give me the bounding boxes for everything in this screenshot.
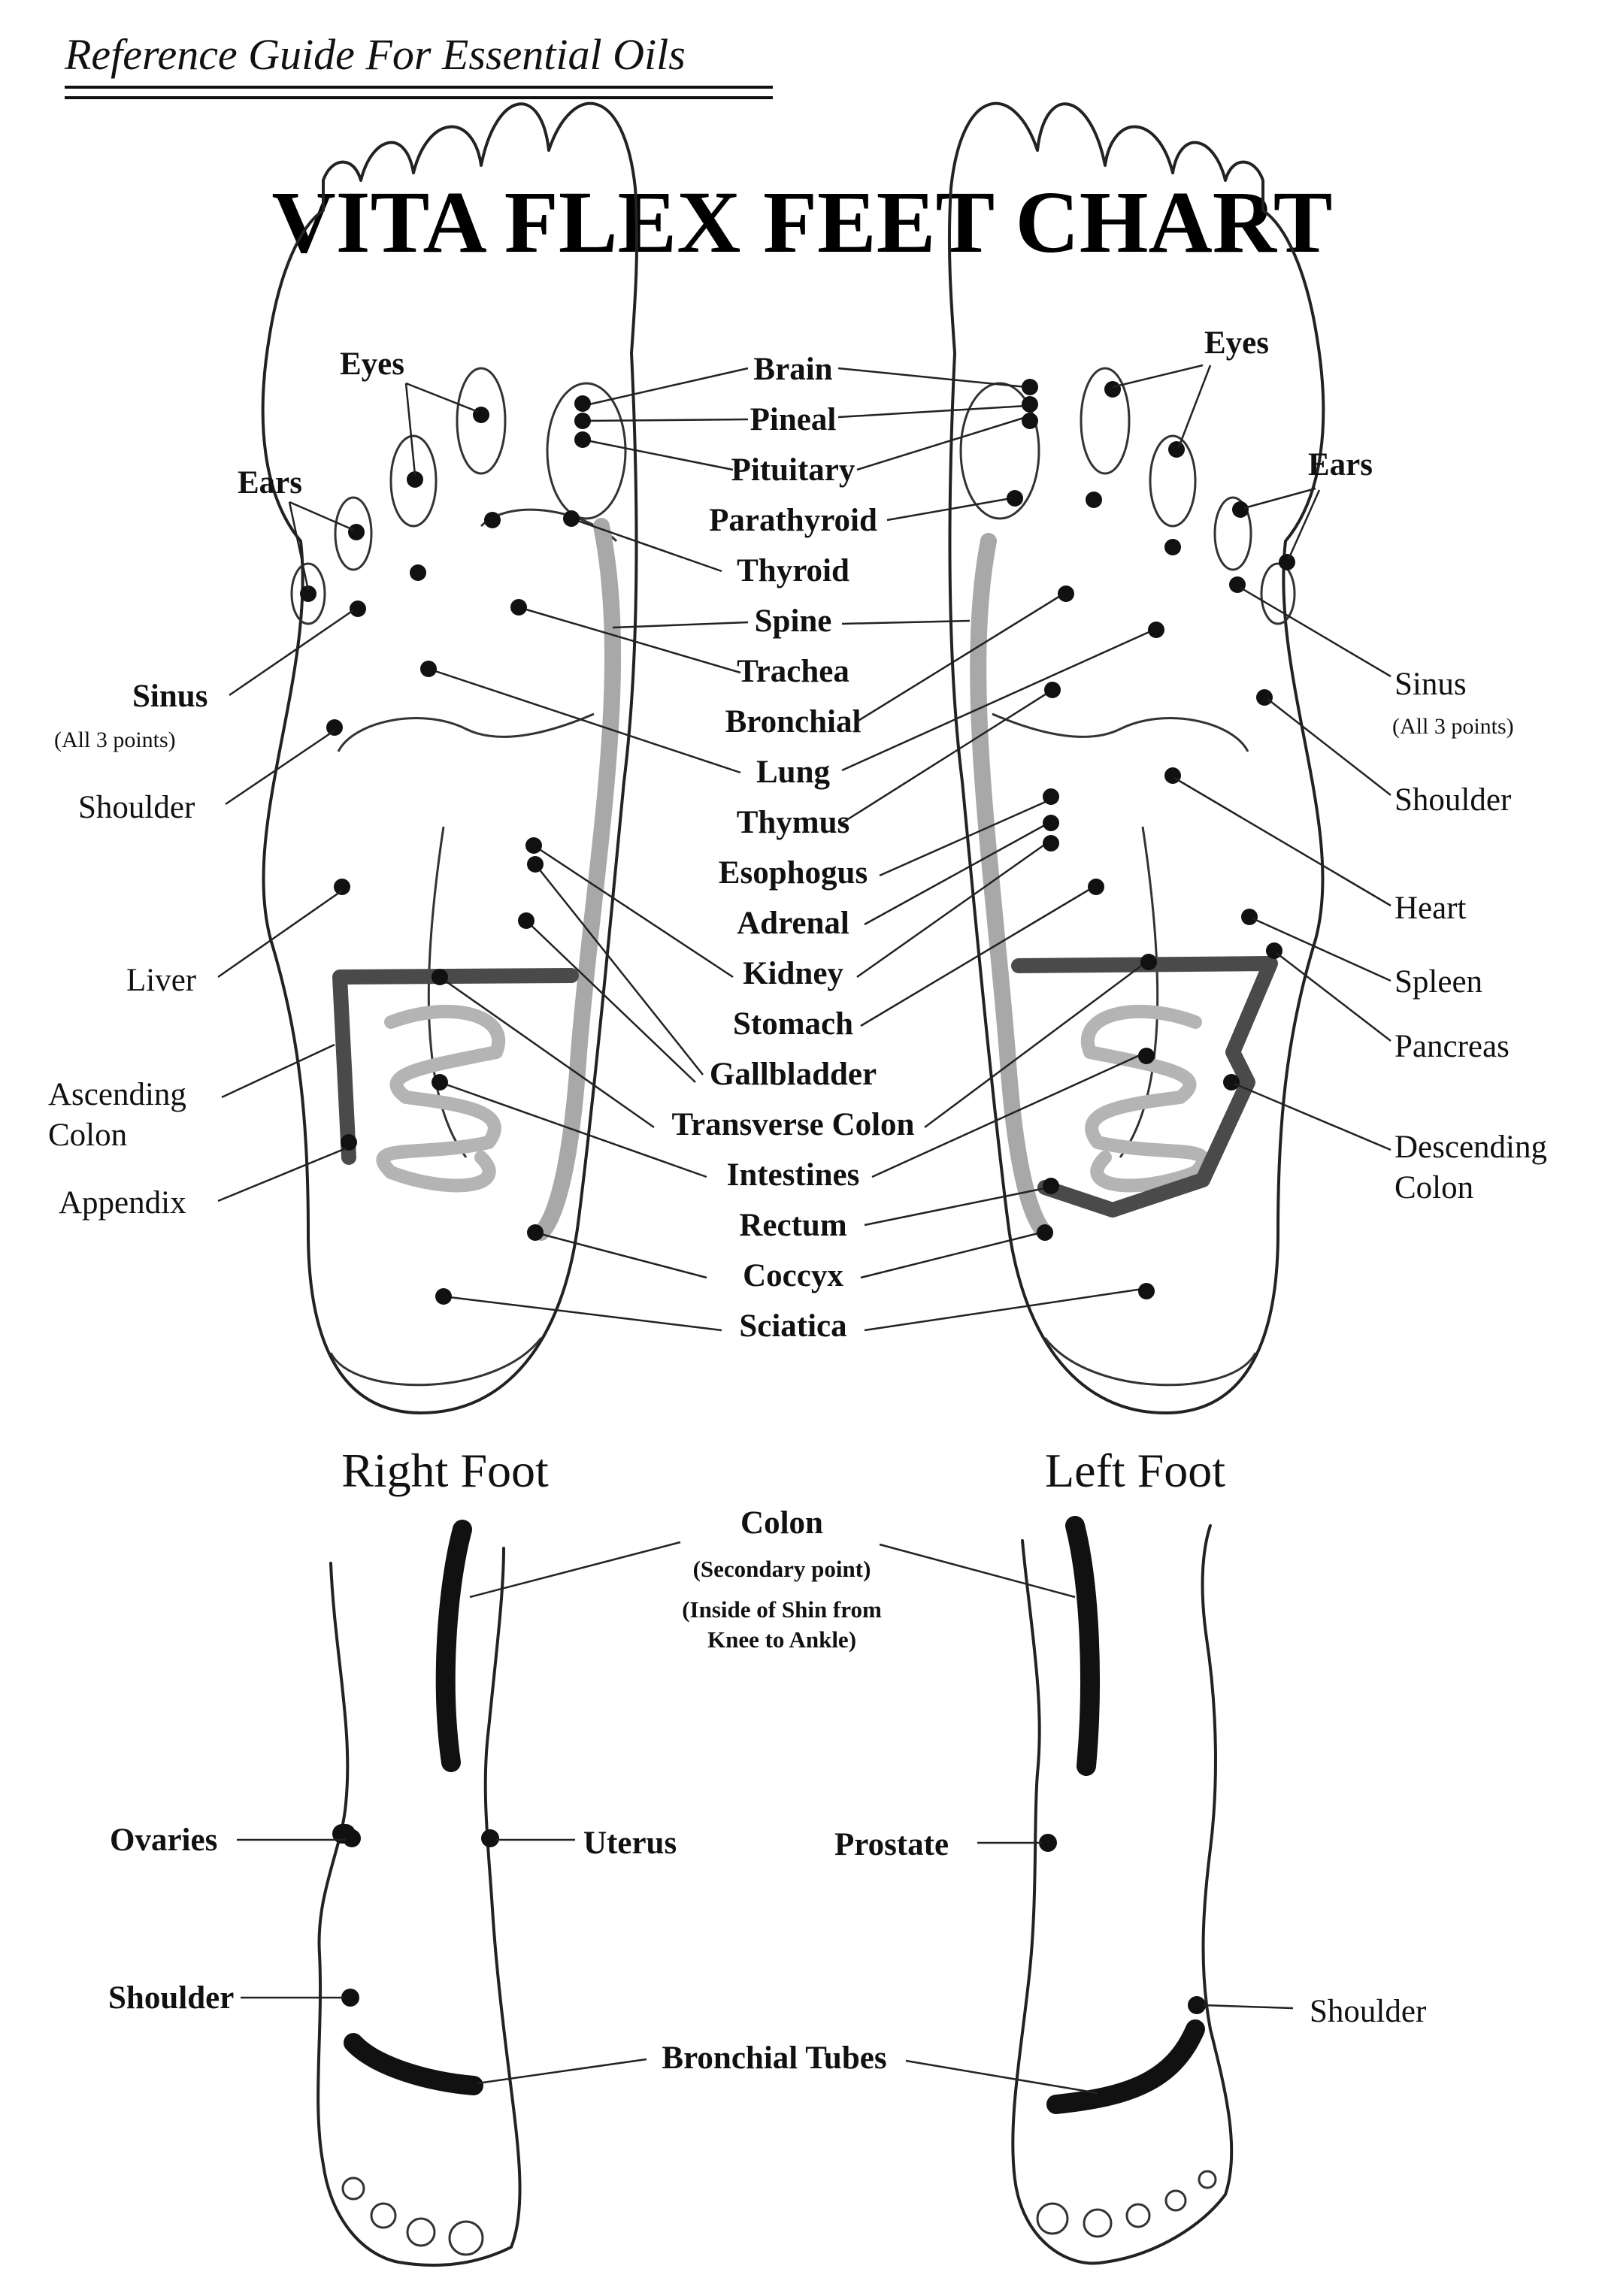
leaders-right-foot (428, 367, 749, 1332)
label-shoulder-lower-left: Shoulder (1310, 1994, 1426, 2029)
label-right-foot: Right Foot (341, 1444, 549, 1497)
label-ears-left: Ears (1308, 447, 1373, 482)
label-colon-note-2: (Inside of Shin from (682, 1596, 882, 1623)
label-descending-colon-2: Colon (1395, 1170, 1473, 1205)
right-lower-leg (316, 1520, 522, 2267)
label-colon: Colon (740, 1505, 823, 1541)
label-coccyx: Coccyx (743, 1258, 843, 1293)
label-intestines: Intestines (727, 1157, 860, 1193)
label-left-foot: Left Foot (1045, 1444, 1225, 1497)
label-kidney: Kidney (743, 956, 843, 991)
label-transverse-colon: Transverse Colon (672, 1107, 915, 1142)
label-eyes-right: Eyes (340, 346, 404, 382)
label-colon-note-3: Knee to Ankle) (707, 1626, 856, 1653)
left-foot-sole (947, 101, 1325, 1414)
label-stomach: Stomach (733, 1006, 853, 1042)
label-sinus-note-right: (All 3 points) (54, 728, 176, 752)
label-esophogus: Esophogus (719, 855, 868, 891)
left-foot-outer-labels: Eyes Ears Sinus (All 3 points) Shoulder … (1112, 325, 1547, 1205)
label-ascending-colon-1: Ascending (48, 1077, 186, 1112)
label-ovaries: Ovaries (110, 1823, 217, 1858)
label-appendix: Appendix (59, 1185, 186, 1221)
label-trachea: Trachea (737, 654, 849, 689)
label-bronchial: Bronchial (725, 704, 862, 740)
label-colon-note-1: (Secondary point) (693, 1556, 871, 1582)
label-pituitary: Pituitary (731, 452, 855, 488)
label-eyes-left: Eyes (1204, 325, 1269, 361)
label-sinus-note-left: (All 3 points) (1392, 714, 1514, 739)
label-prostate: Prostate (834, 1827, 949, 1862)
label-sinus-right: Sinus (132, 679, 207, 714)
header-subtitle: Reference Guide For Essential Oils (64, 30, 686, 79)
label-shoulder-right: Shoulder (78, 790, 195, 825)
label-bronchial-tubes: Bronchial Tubes (662, 2040, 886, 2076)
right-foot-points (300, 395, 591, 1305)
leaders-left-foot (837, 367, 1155, 1332)
label-thymus: Thymus (737, 805, 850, 840)
label-pancreas: Pancreas (1395, 1029, 1510, 1064)
label-adrenal: Adrenal (737, 906, 849, 941)
label-spleen: Spleen (1395, 964, 1482, 1000)
label-sciatica: Sciatica (739, 1308, 846, 1344)
label-ascending-colon-2: Colon (48, 1118, 127, 1153)
label-liver: Liver (126, 963, 196, 998)
page-title: VITA FLEX FEET CHART (271, 173, 1332, 271)
right-foot-outer-labels: Eyes Ears Sinus (All 3 points) Shoulder … (48, 346, 479, 1221)
label-shoulder-left: Shoulder (1395, 782, 1511, 818)
center-labels: Brain Pineal Pituitary Parathyroid Thyro… (672, 352, 915, 1344)
label-descending-colon-1: Descending (1395, 1130, 1547, 1165)
label-spine: Spine (755, 603, 832, 639)
label-rectum: Rectum (739, 1208, 846, 1243)
label-thyroid: Thyroid (737, 553, 849, 588)
label-shoulder-lower-right: Shoulder (108, 1980, 234, 2016)
label-ears-right: Ears (238, 465, 302, 501)
label-parathyroid: Parathyroid (709, 503, 877, 538)
lower-labels: Colon (Secondary point) (Inside of Shin … (108, 1505, 1426, 2095)
left-foot-points (1007, 379, 1295, 1299)
label-pineal: Pineal (750, 402, 837, 437)
label-heart: Heart (1395, 891, 1467, 926)
label-gallbladder: Gallbladder (710, 1057, 877, 1092)
label-lung: Lung (756, 755, 831, 790)
label-sinus-left: Sinus (1395, 667, 1467, 702)
right-foot-sole (261, 101, 639, 1414)
label-brain: Brain (753, 352, 832, 387)
left-lower-leg (1011, 1516, 1234, 2265)
label-uterus: Uterus (583, 1826, 677, 1861)
